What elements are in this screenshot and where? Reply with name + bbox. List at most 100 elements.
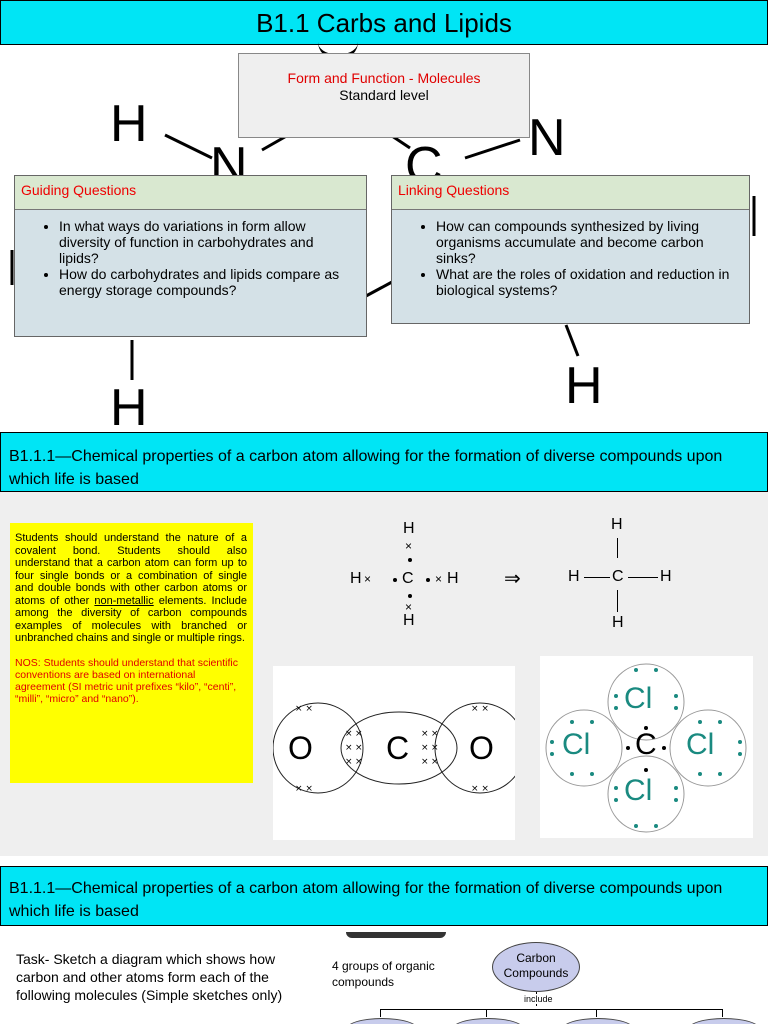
methane-structural-diagram: H H C H H [566,516,686,636]
electron-cross: × [405,600,413,614]
electron-dot [426,578,430,582]
svg-text:× ×: × × [295,704,313,714]
topic-level: Standard level [339,87,429,103]
electron-cross: × [435,572,443,586]
nos-text: NOS: Students should understand that sci… [15,656,238,705]
svg-text:× ×: × × [471,784,489,794]
co2-diagram: × ×× × × ×× × ××× ××× ××× ××× O C O [273,666,515,840]
linking-question-item: How can compounds synthesized by living … [436,218,739,266]
notes-box: Students should understand the nature of… [10,523,253,783]
guiding-question-item: How do carbohydrates and lipids compare … [59,266,356,298]
linking-questions-list: How can compounds synthesized by living … [400,218,739,298]
topic-heading: Form and Function - Molecules [287,70,481,86]
ccl4-atom-cl-right: Cl [686,728,715,761]
notes-text-part2: elements. Include among the diversity of… [15,594,247,645]
ccl4-diagram: Cl Cl C Cl Cl [540,656,753,838]
svg-text:×: × [355,729,363,739]
bond-line [628,577,658,578]
svg-text:× ×: × × [295,784,313,794]
linking-questions-heading: Linking Questions [392,176,749,210]
guiding-questions-box: Guiding Questions In what ways do variat… [14,175,367,337]
diagram-branch-drop [596,1009,597,1017]
svg-text:× ×: × × [471,704,489,714]
slide-1: B1.1 Carbs and Lipids H N C N H H Form a… [0,0,768,430]
guiding-questions-heading: Guiding Questions [15,176,366,210]
svg-text:×: × [431,757,439,767]
methane-atom-h: H [403,612,415,629]
electron-dot [408,594,412,598]
diagram-branch-line [380,1009,722,1010]
compound-group-node [346,1018,418,1024]
bg-letter-n-right: N [528,109,566,167]
guiding-questions-body: In what ways do variations in form allow… [15,210,366,336]
svg-text:×: × [355,743,363,753]
section-banner-text: B1.1.1—Chemical properties of a carbon a… [9,880,723,920]
electron-cross: × [364,572,372,586]
ccl4-orbit-circles [545,663,747,833]
carbon-compounds-node: Carbon Compounds [492,942,580,992]
methane-atom-c: C [612,568,624,585]
svg-text:×: × [355,757,363,767]
compound-group-node [452,1018,524,1024]
diagram-caption: 4 groups of organic compounds [332,959,435,989]
compound-group-node [562,1018,634,1024]
notes-text-underlined: non-metallic [94,594,154,607]
svg-text:×: × [345,729,353,739]
section-banner-text: B1.1.1—Chemical properties of a carbon a… [9,448,723,488]
compound-group-node [688,1018,760,1024]
methane-atom-h: H [403,520,415,537]
slide-title-banner: B1.1 Carbs and Lipids [0,0,768,45]
bg-letter-h-bottom-right: H [565,357,603,415]
guiding-questions-list: In what ways do variations in form allow… [23,218,356,298]
linking-questions-body: How can compounds synthesized by living … [392,210,749,323]
diagram-branch-drop [722,1009,723,1017]
ccl4-atom-cl-top: Cl [624,682,653,715]
diagram-branch-drop [380,1009,381,1017]
bg-letter-h-bottom-left: H [110,379,148,430]
bond-line [617,538,618,558]
bond-line [584,577,610,578]
methane-atom-h: H [611,516,623,533]
svg-text:×: × [345,743,353,753]
bond-line [617,590,618,612]
methane-atom-h: H [447,570,459,587]
svg-text:×: × [421,757,429,767]
methane-atom-h: H [660,568,672,585]
svg-text:×: × [345,757,353,767]
svg-text:×: × [421,729,429,739]
task-text: Task- Sketch a diagram which shows how c… [16,951,283,1003]
electron-cross: × [405,539,413,553]
co2-atom-o-right: O [469,730,494,766]
methane-atom-h: H [350,570,362,587]
co2-atom-o-left: O [288,730,313,766]
bg-letter-h-left: H [110,95,148,153]
ccl4-atom-cl-left: Cl [562,728,591,761]
section-banner-1: B1.1.1—Chemical properties of a carbon a… [0,432,768,492]
notes-text-part1: Students should understand the nature of… [15,532,247,607]
methane-dot-cross-diagram: H × H × C × H × H [340,520,480,630]
linking-question-item: What are the roles of oxidation and redu… [436,266,739,298]
notes-text: Students should understand the nature of… [15,532,247,645]
diagram-connector-label: include [522,994,555,1004]
electron-dot [408,558,412,562]
topic-box: Form and Function - Molecules Standard l… [238,53,530,138]
ccl4-atom-cl-bottom: Cl [624,774,653,807]
page-title: B1.1 Carbs and Lipids [256,8,512,38]
carbon-compounds-label: Carbon Compounds [503,951,569,980]
slide-3: B1.1.1—Chemical properties of a carbon a… [0,866,768,1024]
linking-questions-box: Linking Questions How can compounds synt… [391,175,750,324]
guiding-question-item: In what ways do variations in form allow… [59,218,356,266]
co2-atom-c: C [386,730,410,766]
methane-atom-c: C [402,570,414,587]
section-banner-2: B1.1.1—Chemical properties of a carbon a… [0,866,768,926]
svg-text:×: × [431,743,439,753]
arrow-icon: ⇒ [504,568,521,590]
ccl4-atom-c: C [635,728,657,761]
organic-compounds-diagram: 4 groups of organic compounds Carbon Com… [306,932,768,1024]
svg-text:×: × [421,743,429,753]
diagram-branch-drop [486,1009,487,1017]
co2-orbit-circles: × ×× × × ×× × ××× ××× ××× ××× [273,702,515,794]
diagram-top-shadow [346,932,446,938]
slide-2: B1.1.1—Chemical properties of a carbon a… [0,432,768,856]
methane-atom-h: H [612,614,624,631]
